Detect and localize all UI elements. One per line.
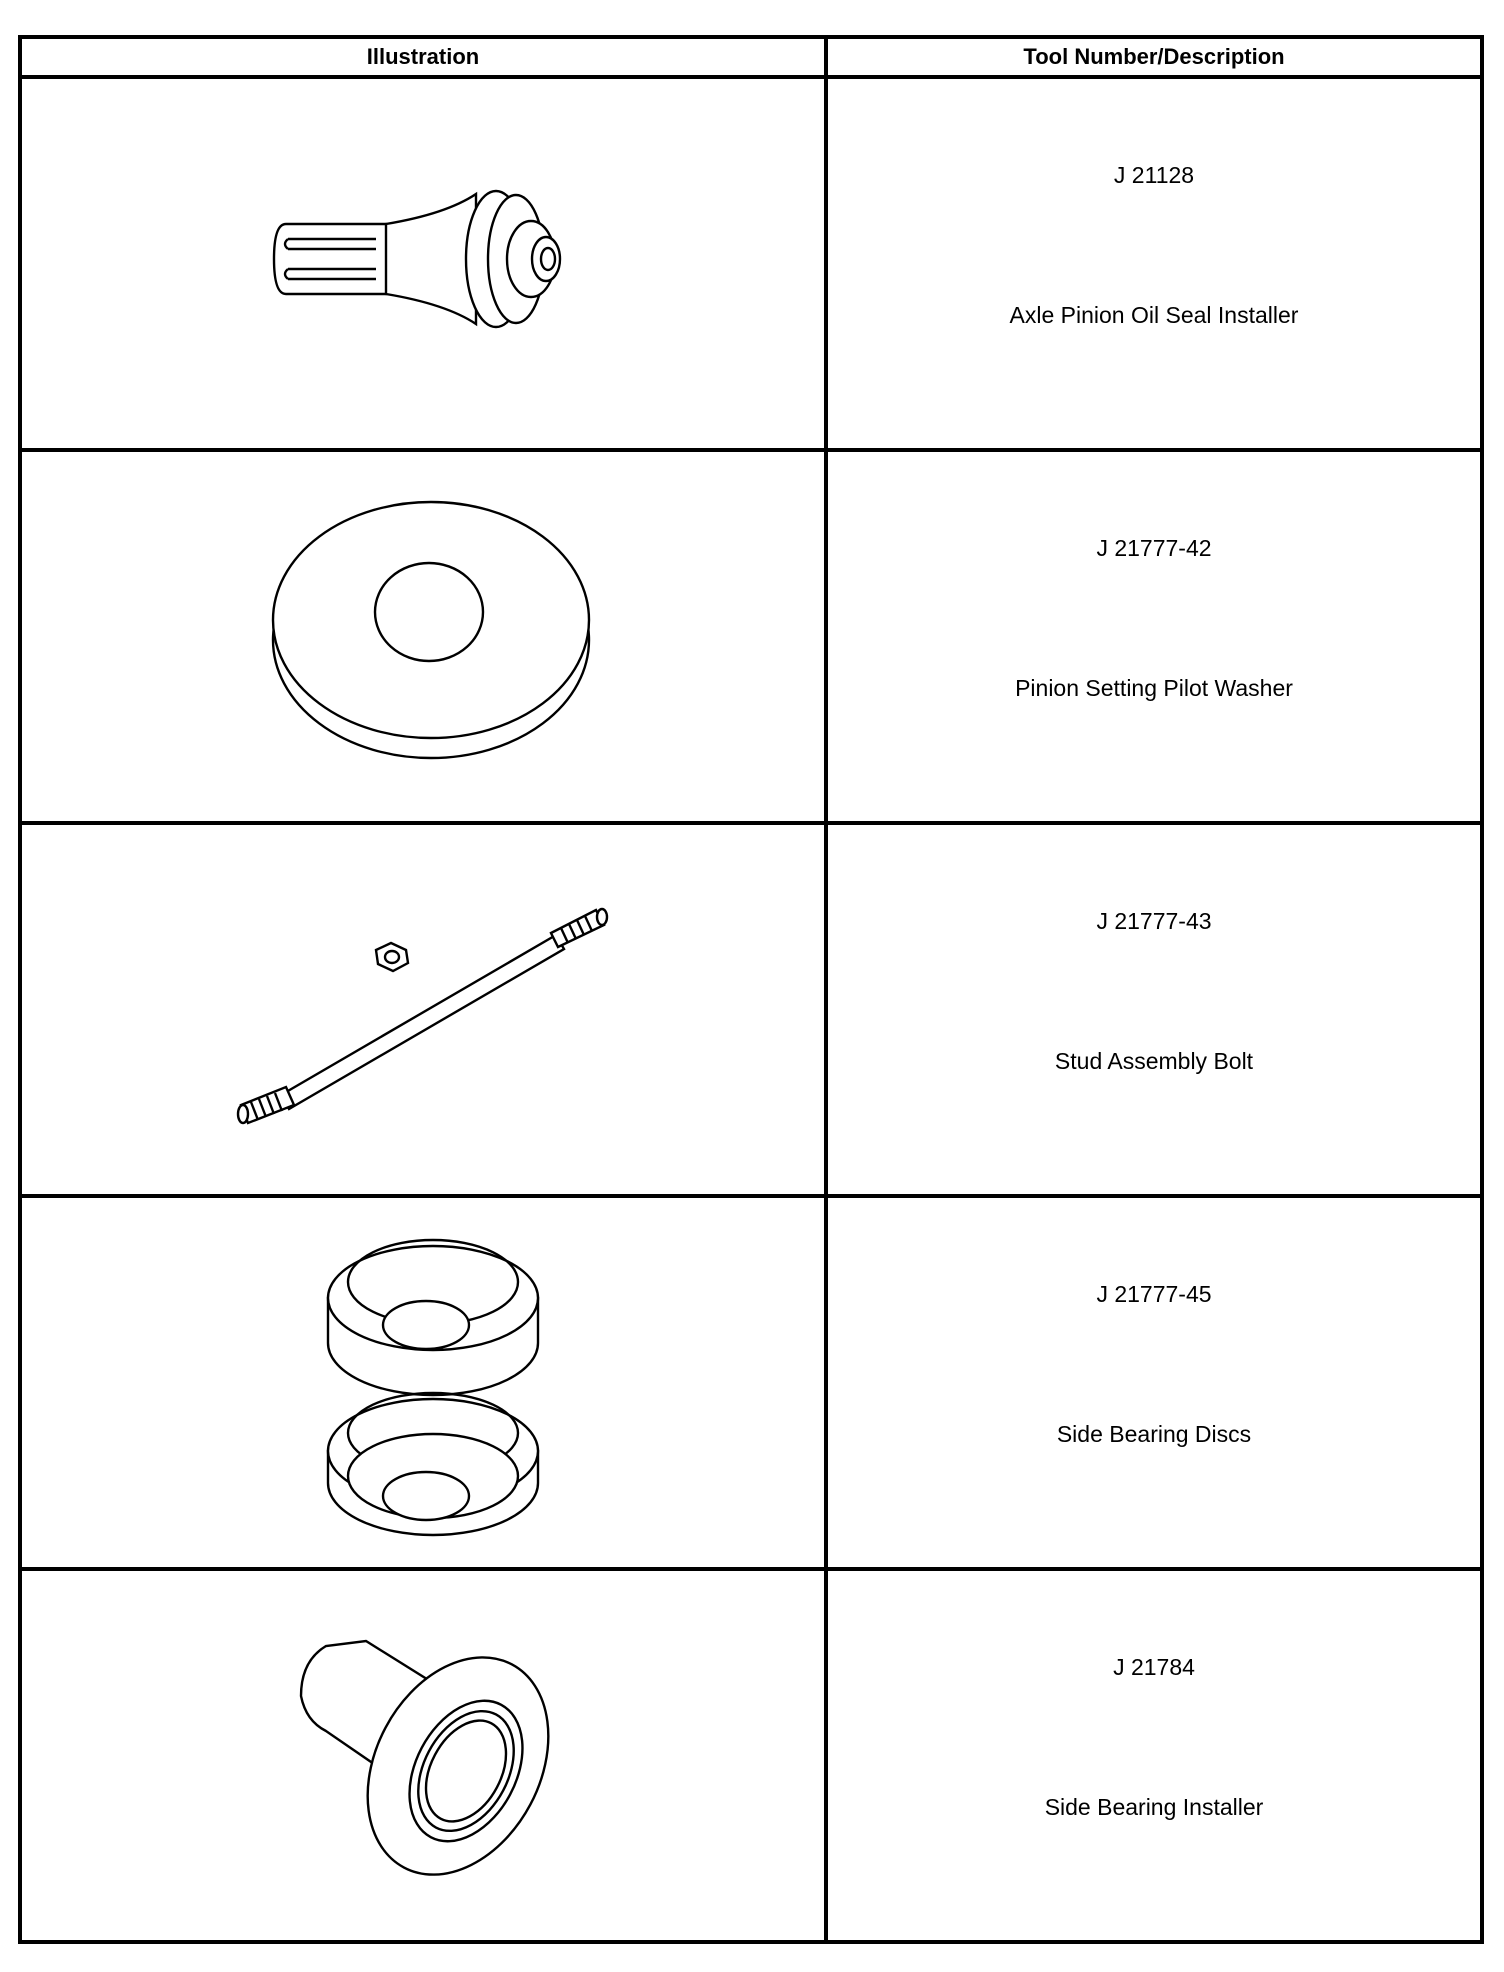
tool-description: Side Bearing Discs — [1056, 1421, 1252, 1447]
illustration-cell — [18, 448, 828, 825]
illustration-cell — [18, 821, 828, 1198]
description-cell: J 21777-45 Side Bearing Discs — [824, 1194, 1484, 1571]
description-cell: J 21777-42 Pinion Setting Pilot Washer — [824, 448, 1484, 825]
table-row: J 21784 Side Bearing Installer — [18, 1567, 1484, 1944]
header-row: Illustration Tool Number/Description — [18, 35, 1484, 79]
table-row: J 21777-43 Stud Assembly Bolt — [18, 821, 1484, 1198]
tool-number: J 21777-43 — [1096, 908, 1212, 934]
table-row: J 21128 Axle Pinion Oil Seal Installer — [18, 75, 1484, 452]
seal-installer-icon — [272, 189, 561, 329]
illustration-cell — [18, 1567, 828, 1944]
illustration-cell — [18, 1194, 828, 1571]
table-row: J 21777-45 Side Bearing Discs — [18, 1194, 1484, 1571]
tool-table: Illustration Tool Number/Description — [18, 35, 1484, 1944]
tool-number: J 21128 — [1113, 162, 1195, 188]
tool-number: J 21784 — [1113, 1654, 1195, 1680]
tool-number: J 21777-45 — [1096, 1281, 1212, 1307]
description-cell: J 21784 Side Bearing Installer — [824, 1567, 1484, 1944]
table-row: J 21777-42 Pinion Setting Pilot Washer — [18, 448, 1484, 825]
stud-bolt-icon — [236, 907, 608, 1125]
header-illustration: Illustration — [18, 35, 828, 79]
illustration-cell — [18, 75, 828, 452]
tool-description: Side Bearing Installer — [1044, 1794, 1264, 1820]
description-cell: J 21777-43 Stud Assembly Bolt — [824, 821, 1484, 1198]
tool-description: Stud Assembly Bolt — [1054, 1048, 1254, 1074]
description-cell: J 21128 Axle Pinion Oil Seal Installer — [824, 75, 1484, 452]
tool-number: J 21777-42 — [1096, 535, 1212, 561]
bearing-discs-icon — [326, 1238, 539, 1537]
header-tool: Tool Number/Description — [824, 35, 1484, 79]
bearing-installer-icon — [299, 1639, 550, 1876]
pilot-washer-icon — [271, 500, 590, 760]
tool-description: Pinion Setting Pilot Washer — [1015, 675, 1293, 701]
tool-description: Axle Pinion Oil Seal Installer — [1009, 302, 1299, 328]
